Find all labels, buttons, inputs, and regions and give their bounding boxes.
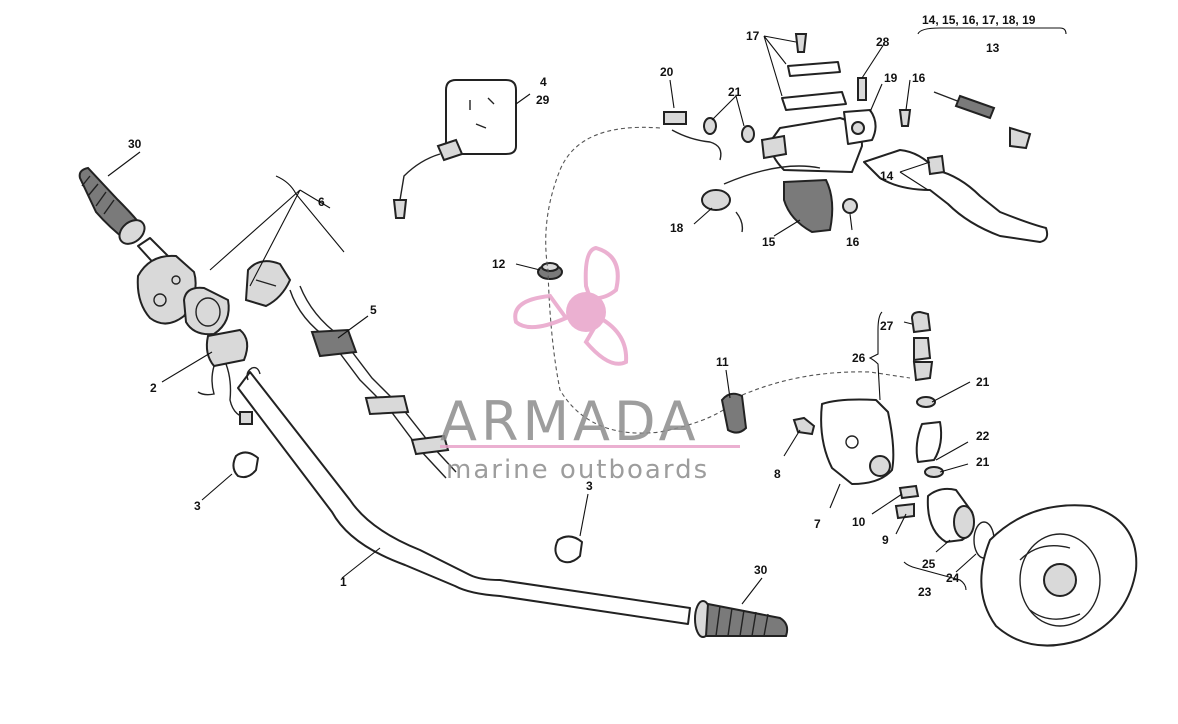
callout-16-upper: 16 xyxy=(912,71,926,85)
callout-8: 8 xyxy=(774,467,781,481)
callout-19: 19 xyxy=(884,71,898,85)
callout-28: 28 xyxy=(876,35,890,49)
banjo-bolt xyxy=(663,111,755,161)
left-grip xyxy=(78,166,146,245)
switch-block xyxy=(197,328,253,425)
bolt-8 xyxy=(792,416,816,436)
callout-21-mid: 21 xyxy=(976,375,990,389)
callout-16-lower: 16 xyxy=(846,235,860,249)
callout-12: 12 xyxy=(492,257,506,271)
callout-1: 1 xyxy=(340,575,347,589)
screw-16-top xyxy=(898,109,912,127)
mirror xyxy=(392,79,517,219)
callout-numbers: 1 2 3 3 4 29 5 6 7 8 9 10 11 12 13 14, 1… xyxy=(128,13,1036,599)
adjuster-screw xyxy=(933,91,1032,150)
watermark: ARMADA marine outboards xyxy=(440,245,740,485)
callout-23: 23 xyxy=(918,585,932,599)
callout-11: 11 xyxy=(716,355,729,369)
screw-17 xyxy=(794,33,808,53)
throttle-housing xyxy=(182,260,292,336)
watermark-tagline: marine outboards xyxy=(446,455,709,485)
callout-2: 2 xyxy=(150,381,157,395)
callout-30-left: 30 xyxy=(128,137,142,151)
throttle-cables xyxy=(289,285,457,479)
callout-21-low: 21 xyxy=(976,455,990,469)
callout-24: 24 xyxy=(946,571,960,585)
right-grip xyxy=(694,600,789,638)
callout-29: 29 xyxy=(536,93,550,107)
watermark-divider xyxy=(440,445,740,448)
engine-cover xyxy=(980,504,1138,647)
reservoir-cap xyxy=(701,189,731,211)
callout-17: 17 xyxy=(746,29,760,43)
callout-9: 9 xyxy=(882,533,889,547)
callout-26: 26 xyxy=(852,351,866,365)
callout-7: 7 xyxy=(814,517,821,531)
callout-4: 4 xyxy=(540,75,547,89)
slave-cylinder xyxy=(894,484,995,559)
clip-right xyxy=(554,535,583,564)
callout-3-right: 3 xyxy=(586,479,593,493)
callout-21-top: 21 xyxy=(728,85,742,99)
clutch-master-cylinder xyxy=(760,61,1049,243)
reservoir-outline xyxy=(723,165,821,233)
left-switch-housing xyxy=(136,254,197,325)
clutch-hose xyxy=(545,126,911,434)
callout-15: 15 xyxy=(762,235,776,249)
lever-boot xyxy=(783,178,834,234)
callout-27: 27 xyxy=(880,319,894,333)
propeller-logo-icon xyxy=(513,245,629,366)
callout-14: 14 xyxy=(880,169,894,183)
screw-28 xyxy=(857,77,867,101)
watermark-brand: ARMADA xyxy=(440,390,700,453)
callout-22: 22 xyxy=(976,429,990,443)
callout-25: 25 xyxy=(922,557,936,571)
handlebar xyxy=(237,366,691,625)
callout-30-right: 30 xyxy=(754,563,768,577)
callout-5: 5 xyxy=(370,303,377,317)
clip-left xyxy=(232,451,259,479)
callout-3-left: 3 xyxy=(194,499,201,513)
hose-clamp xyxy=(720,392,748,434)
leader-lines xyxy=(107,27,1067,605)
callout-6: 6 xyxy=(318,195,325,209)
callout-18: 18 xyxy=(670,221,684,235)
callout-20: 20 xyxy=(660,65,674,79)
bleeder-fitting xyxy=(910,310,944,478)
grommet xyxy=(537,262,563,280)
callout-10: 10 xyxy=(852,515,866,529)
callout-13: 13 xyxy=(986,41,1000,55)
slave-cylinder-cover xyxy=(820,398,895,485)
nut-16 xyxy=(842,198,858,214)
group-13-items: 14, 15, 16, 17, 18, 19 xyxy=(922,13,1036,27)
